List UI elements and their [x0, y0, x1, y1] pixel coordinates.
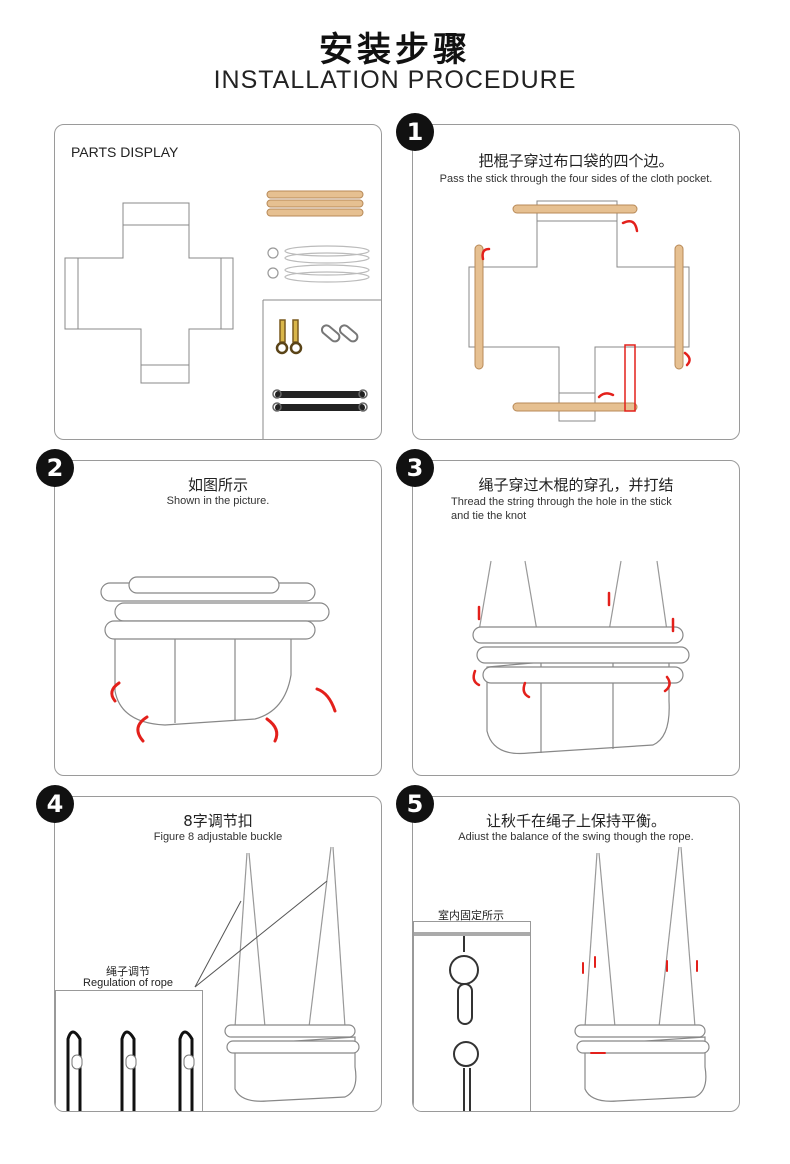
- step-1-badge: 1: [396, 113, 434, 151]
- step-5-panel: 让秋千在绳子上保持平衡。 Adiust the balance of the s…: [412, 796, 740, 1112]
- step-2-panel: 如图所示 Shown in the picture.: [54, 460, 382, 776]
- step-4-title-cn: 8字调节扣: [183, 812, 253, 830]
- cloth-seat-flat: [64, 202, 234, 384]
- page-title-en: INSTALLATION PROCEDURE: [213, 66, 577, 94]
- step-4-badge: 4: [36, 785, 74, 823]
- step-1-illustration: [468, 200, 691, 422]
- page-title-cn: 安装步骤: [319, 30, 471, 70]
- step-4-panel: 8字调节扣 Figure 8 adjustable buckle: [54, 796, 382, 1112]
- parts-display-label: PARTS DISPLAY: [71, 144, 179, 160]
- step-1-title-cn: 把棍子穿过布口袋的四个边。: [478, 152, 674, 170]
- sticks-through-pockets: [474, 204, 684, 412]
- step-2-title-en: Shown in the picture.: [166, 495, 270, 507]
- step-5-inset-label-cn: 室内固定所示: [438, 909, 504, 922]
- parts-display-panel: PARTS DISPLAY: [54, 124, 382, 440]
- step-4-inset-label-en: Regulation of rope: [83, 977, 173, 989]
- red-arrows: [472, 591, 675, 699]
- step-2-title-cn: 如图所示: [187, 476, 248, 494]
- ropes-coil: [267, 245, 370, 283]
- carabiners: [320, 324, 359, 343]
- step-4-title-en: Figure 8 adjustable buckle: [153, 831, 283, 843]
- red-arrows: [481, 220, 691, 399]
- eye-bolts: [275, 319, 303, 355]
- parts-illustration: [64, 190, 381, 439]
- step-2-illustration: [100, 576, 337, 743]
- step-3-panel: 绳子穿过木棍的穿孔，并打结 Thread the string through …: [412, 460, 740, 776]
- indoor-fixing-inset: [413, 921, 531, 1111]
- step-2-badge: 2: [36, 449, 74, 487]
- step-1-panel: 把棍子穿过布口袋的四个边。 Pass the stick through the…: [412, 124, 740, 440]
- figure-8-straps: [272, 389, 368, 412]
- step-5-badge: 5: [396, 785, 434, 823]
- step-4-illustration: [194, 846, 360, 1102]
- step-3-title-en-line2: and tie the knot: [451, 510, 527, 522]
- red-arrows: [582, 956, 698, 1054]
- red-arrows: [110, 681, 337, 743]
- rope-regulation-inset: [55, 990, 203, 1111]
- step-5-title-cn: 让秋千在绳子上保持平衡。: [485, 812, 666, 830]
- rope-regulation-illustration: [66, 1030, 195, 1111]
- step-3-title-cn: 绳子穿过木棍的穿孔，并打结: [478, 476, 674, 494]
- step-5-title-en: Adiust the balance of the swing though t…: [458, 831, 694, 843]
- step-5-illustration: [574, 846, 710, 1102]
- step-4-inset-label-cn: 绳子调节: [106, 965, 150, 978]
- step-3-title-en-line1: Thread the string through the hole in th…: [451, 496, 672, 508]
- step-3-illustration: [472, 560, 690, 755]
- step-3-badge: 3: [396, 449, 434, 487]
- step-1-title-en: Pass the stick through the four sides of…: [439, 173, 713, 185]
- indoor-fixing-illustration: [414, 932, 530, 1111]
- wooden-sticks: [266, 190, 364, 217]
